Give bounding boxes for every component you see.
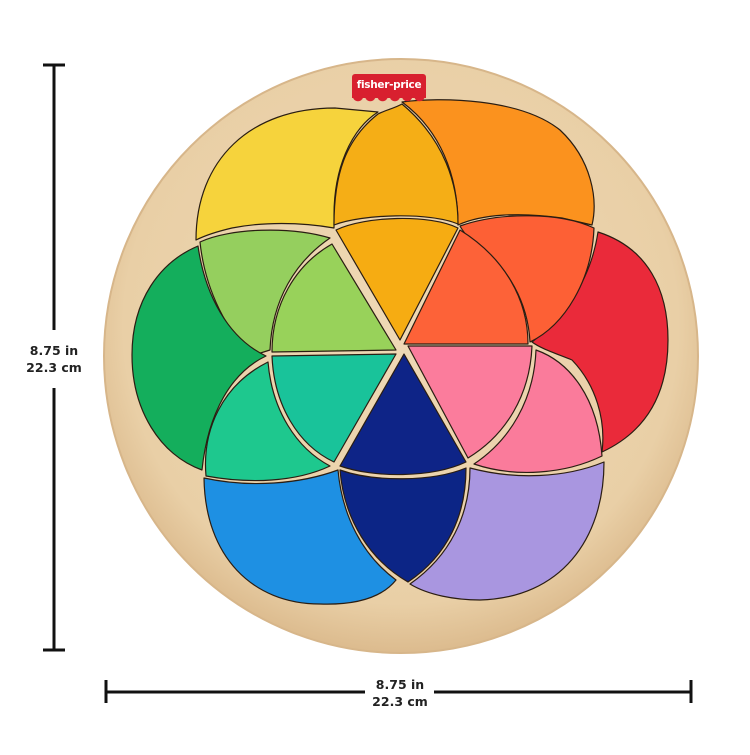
width-cm: 22.3 cm xyxy=(372,694,428,709)
width-dimension-line xyxy=(104,680,693,703)
piece-teal-inner xyxy=(271,353,397,463)
brand-logo: fisher-price xyxy=(352,74,426,102)
piece-green xyxy=(131,245,267,471)
piece-blue xyxy=(203,469,397,605)
width-label: 8.75 in 22.3 cm xyxy=(352,676,448,710)
height-label: 8.75 in 22.3 cm xyxy=(6,342,102,376)
piece-teal-outer xyxy=(204,361,331,482)
piece-pink-inner xyxy=(407,345,533,459)
width-inches: 8.75 in xyxy=(375,677,425,692)
piece-navy-center xyxy=(339,353,467,476)
piece-orange-red-inner xyxy=(403,229,529,345)
piece-lime-inner xyxy=(271,243,397,353)
piece-navy-lower xyxy=(339,467,467,583)
height-inches: 8.75 in xyxy=(29,343,79,358)
piece-lime-outer xyxy=(199,229,331,356)
piece-amber-top xyxy=(333,103,459,226)
puzzle-pieces xyxy=(131,99,669,605)
piece-pink-outer xyxy=(473,349,603,474)
piece-amber-center xyxy=(335,217,459,341)
height-dimension-line xyxy=(43,63,65,652)
piece-lavender xyxy=(409,461,605,601)
height-cm: 22.3 cm xyxy=(26,360,82,375)
